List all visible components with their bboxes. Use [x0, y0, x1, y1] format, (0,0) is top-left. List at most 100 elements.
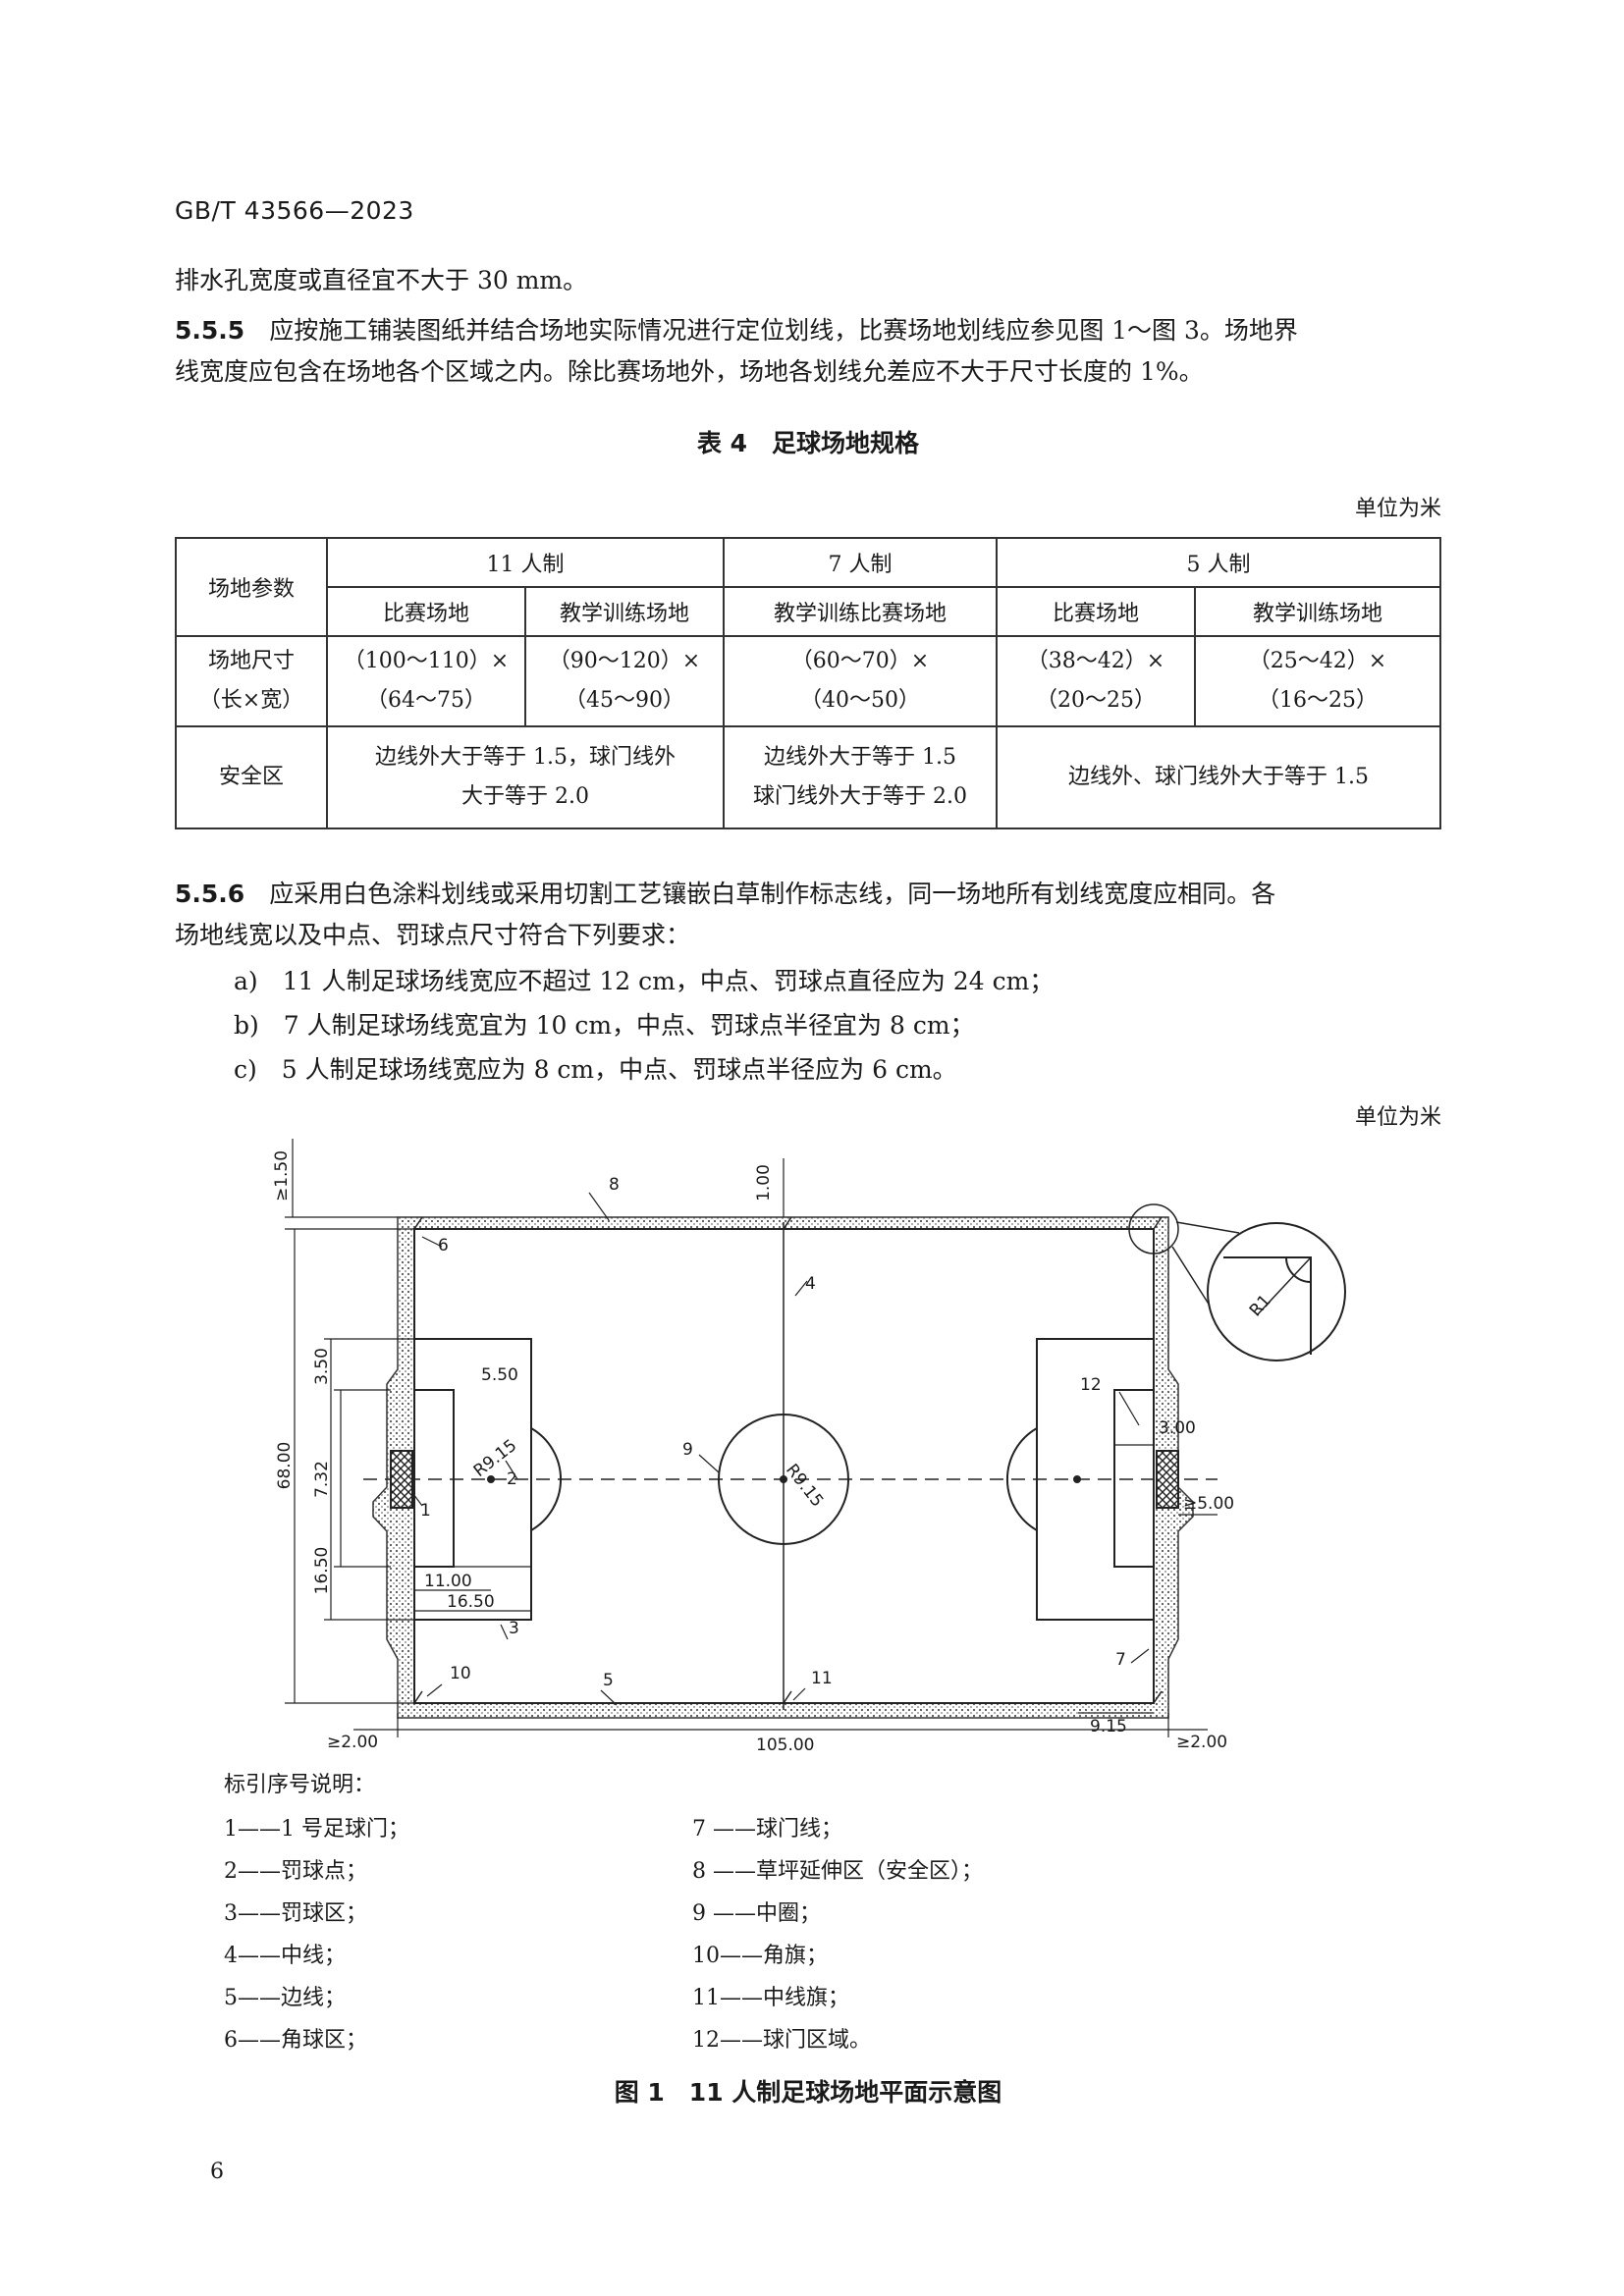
legend-item: 11——中线旗； [692, 1986, 849, 2010]
size-line1: （90～120）× [548, 649, 701, 673]
marker-7: 7 [1115, 1650, 1126, 1670]
dim-915: 9.15 [1090, 1717, 1127, 1736]
corner-radius-leader [1256, 1256, 1312, 1316]
safety-cell-11: 边线外大于等于 1.5，球门线外大于等于 2.0 [326, 725, 725, 829]
table-4-unit: 单位为米 [1354, 497, 1441, 521]
dim-safety-goal-right-bottom: ≥2.00 [1176, 1733, 1227, 1752]
legend-item: 8 ——草坪延伸区（安全区）； [692, 1859, 983, 1884]
marker-3: 3 [509, 1619, 519, 1638]
dim-length: 105.00 [756, 1735, 814, 1755]
size-line1: （25～42）× [1248, 649, 1387, 673]
legend-item: 10——角旗； [692, 1944, 828, 1968]
safety-label-cell: 安全区 [175, 725, 328, 829]
dim-732: 7.32 [312, 1461, 332, 1498]
legend-left-column: 1——1 号足球门； 2——罚球点； 3——罚球区； 4——中线； 5——边线；… [224, 1808, 409, 2061]
paragraph-drain-hole: 排水孔宽度或直径宜不大于 30 mm。 [175, 266, 588, 294]
list-item-a: a) 11 人制足球场线宽应不超过 12 cm，中点、罚球点直径应为 24 cm… [234, 962, 1054, 997]
section-5-5-5: 5.5.5 应按施工铺装图纸并结合场地实际情况进行定位划线，比赛场地划线应参见图… [175, 310, 1441, 393]
section-5-5-5-number: 5.5.5 [175, 316, 245, 345]
subheader-cell: 教学训练场地 [524, 586, 725, 637]
legend-item: 12——球门区域。 [692, 2028, 871, 2053]
group-header-11: 11 人制 [326, 537, 725, 588]
safety-cell-5: 边线外、球门线外大于等于 1.5 [996, 725, 1441, 829]
corner-highlight [1128, 1203, 1179, 1255]
size-line1: （100～110）× [343, 649, 510, 673]
goal-area-right [1113, 1389, 1155, 1568]
legend-item: 6——角球区； [224, 2028, 367, 2053]
subheader-cell: 教学训练场地 [1194, 586, 1441, 637]
list-item-text: 7 人制足球场线宽宜为 10 cm，中点、罚球点半径宜为 8 cm； [283, 1011, 975, 1040]
safety-line2: 大于等于 2.0 [461, 784, 589, 809]
size-line2: （20～25） [1036, 688, 1156, 713]
subheader-cell: 教学训练比赛场地 [723, 586, 998, 637]
detail-leader [1175, 1221, 1240, 1234]
table-header-row: 场地参数 11 人制 7 人制 5 人制 [175, 537, 1441, 637]
corner-flag [1153, 1216, 1163, 1230]
table-row-size: 场地尺寸 （长×宽） （100～110）×（64～75） （90～120）× （45… [175, 635, 1441, 727]
corner-flag [413, 1216, 423, 1230]
table-4-caption: 表 4 足球场地规格 [696, 429, 920, 457]
midline-flag [783, 1690, 792, 1704]
corner-flag [413, 1690, 423, 1704]
legend-item: 4——中线； [224, 1944, 346, 1968]
legend-item: 7 ——球门线； [692, 1817, 842, 1842]
legend-item: 3——罚球区； [224, 1901, 367, 1926]
size-line2: （40～50） [800, 688, 920, 713]
dim-350: 3.50 [312, 1348, 332, 1385]
subheader-cell: 比赛场地 [996, 586, 1196, 637]
section-5-5-5-text1: 应按施工铺装图纸并结合场地实际情况进行定位划线，比赛场地划线应参见图 1～图 3… [269, 316, 1298, 345]
figure-1-caption: 图 1 11 人制足球场地平面示意图 [614, 2078, 1002, 2107]
dim-safety-goal-left: ≥2.00 [327, 1733, 378, 1752]
group-header-5: 5 人制 [996, 537, 1441, 588]
legend-item: 5——边线； [224, 1986, 346, 2010]
section-5-5-6-text2: 场地线宽以及中点、罚球点尺寸符合下列要求： [175, 921, 691, 949]
legend-right-column: 7 ——球门线； 8 ——草坪延伸区（安全区）； 9 ——中圈； 10——角旗；… [692, 1808, 983, 2061]
football-field-diagram: ≥1.50 1.00 5.50 R9.15 R9.15 3.50 7.32 68… [272, 1139, 1346, 1755]
subheader-cell: 比赛场地 [326, 586, 526, 637]
size-cell: （100～110）×（64～75） [326, 635, 526, 727]
marker-9: 9 [682, 1440, 693, 1460]
list-item-label: c) [234, 1055, 257, 1084]
marker-12: 12 [1080, 1375, 1102, 1395]
marker-2: 2 [507, 1469, 517, 1489]
football-field-spec-table: 场地参数 11 人制 7 人制 5 人制 比赛场地 教学训练场地 教学训练比赛场… [175, 537, 1441, 829]
legend-title: 标引序号说明： [224, 1773, 376, 1797]
list-item-text: 11 人制足球场线宽应不超过 12 cm，中点、罚球点直径应为 24 cm； [282, 967, 1055, 995]
legend-item: 9 ——中圈； [692, 1901, 821, 1926]
page-number: 6 [210, 2160, 224, 2184]
dim-goal-depth: 3.00 [1159, 1418, 1196, 1438]
list-item-text: 5 人制足球场线宽应为 8 cm，中点、罚球点半径应为 6 cm。 [281, 1055, 957, 1084]
size-line2: （16～25） [1258, 688, 1378, 713]
size-cell: （60～70）×（40～50） [723, 635, 998, 727]
dim-1650-v: 16.50 [312, 1547, 332, 1595]
figure-unit: 单位为米 [1354, 1105, 1441, 1130]
standard-code-header: GB/T 43566—2023 [175, 196, 414, 225]
section-5-5-6: 5.5.6 应采用白色涂料划线或采用切割工艺镶嵌白草制作标志线，同一场地所有划线… [175, 874, 1441, 956]
size-line2: （45～90） [565, 688, 684, 713]
dim-6800: 68.00 [275, 1442, 295, 1490]
size-line1: （38～42）× [1026, 649, 1165, 673]
section-5-5-6-number: 5.5.6 [175, 880, 245, 908]
penalty-arc-left [530, 1427, 563, 1531]
size-label-line2: （长×宽） [198, 688, 304, 713]
dim-1100: 11.00 [424, 1572, 472, 1591]
marker-10: 10 [450, 1664, 471, 1683]
marker-8: 8 [609, 1175, 620, 1195]
legend-item: 1——1 号足球门； [224, 1817, 409, 1842]
dim-mid-top: 1.00 [754, 1164, 774, 1201]
size-label-line1: 场地尺寸 [207, 649, 295, 673]
dim-safety-side: ≥1.50 [272, 1150, 292, 1201]
penalty-spot-right [1073, 1475, 1081, 1483]
goal-right [1156, 1450, 1179, 1509]
size-cell: （90～120）× （45～90） [524, 635, 725, 727]
list-item-c: c) 5 人制足球场线宽应为 8 cm，中点、罚球点半径应为 6 cm。 [234, 1050, 957, 1086]
list-item-label: b) [234, 1011, 259, 1040]
safety-line2: 球门线外大于等于 2.0 [753, 784, 967, 809]
table-subheader-row: 比赛场地 教学训练场地 教学训练比赛场地 比赛场地 教学训练场地 [176, 586, 1441, 637]
section-5-5-6-text1: 应采用白色涂料划线或采用切割工艺镶嵌白草制作标志线，同一场地所有划线宽度应相同。… [269, 880, 1276, 908]
center-circle [718, 1414, 849, 1545]
size-cell: （38～42）× （20～25） [996, 635, 1196, 727]
list-item-b: b) 7 人制足球场线宽宜为 10 cm，中点、罚球点半径宜为 8 cm； [234, 1006, 975, 1041]
size-cell: （25～42）× （16～25） [1194, 635, 1441, 727]
